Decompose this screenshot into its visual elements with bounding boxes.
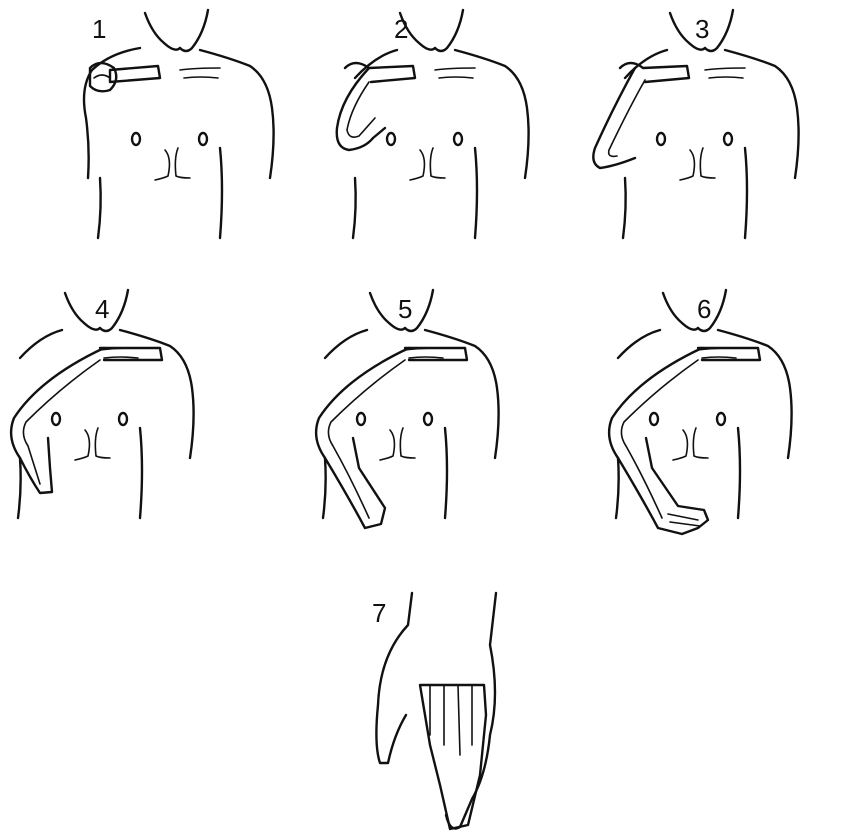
sternum-right bbox=[700, 148, 715, 178]
left-side-line bbox=[353, 178, 356, 238]
right-side-line bbox=[220, 148, 222, 238]
right-clavicle-line bbox=[180, 68, 220, 70]
left-nipple bbox=[387, 133, 395, 145]
left-side-line bbox=[623, 178, 626, 238]
sternum-left bbox=[673, 430, 687, 460]
right-clavicle-line-2 bbox=[184, 77, 218, 78]
right-nipple bbox=[717, 413, 725, 425]
right-nipple bbox=[454, 133, 462, 145]
sternum-right bbox=[430, 148, 445, 178]
left-shoulder-top bbox=[20, 330, 62, 358]
sternum-left bbox=[380, 430, 394, 460]
right-clavicle-line bbox=[435, 68, 475, 70]
neck-right-line bbox=[180, 10, 208, 51]
left-side-line bbox=[616, 458, 619, 518]
left-shoulder-top bbox=[325, 330, 367, 358]
panel-label-6: 6 bbox=[697, 296, 711, 322]
left-nipple bbox=[357, 413, 365, 425]
finger-bones bbox=[668, 514, 700, 526]
right-shoulder-line bbox=[718, 330, 792, 458]
left-shoulder-top bbox=[618, 330, 660, 358]
panel-6 bbox=[609, 290, 792, 534]
right-side-line bbox=[445, 428, 447, 518]
right-clavicle-line bbox=[705, 68, 745, 70]
right-shoulder-line bbox=[200, 50, 274, 178]
humeral-head bbox=[94, 75, 110, 78]
right-shoulder-line bbox=[725, 50, 799, 178]
neck-left-line bbox=[663, 293, 698, 330]
sternum-right bbox=[175, 148, 190, 178]
right-clavicle-line-2 bbox=[104, 357, 138, 358]
right-shoulder-line bbox=[425, 330, 499, 458]
sternum-right bbox=[400, 428, 415, 458]
panel-7 bbox=[376, 593, 496, 829]
sternum-left bbox=[410, 150, 424, 180]
left-nipple bbox=[650, 413, 658, 425]
panel-label-7: 7 bbox=[372, 600, 386, 626]
arm-bone bbox=[609, 80, 645, 156]
metacarpal-bones bbox=[430, 685, 472, 755]
right-side-line bbox=[745, 148, 747, 238]
forearm-bandage-outer bbox=[593, 68, 635, 168]
right-nipple bbox=[724, 133, 732, 145]
right-nipple bbox=[199, 133, 207, 145]
sternum-left bbox=[75, 430, 89, 460]
sternum-right bbox=[95, 428, 110, 458]
right-side-line bbox=[475, 148, 477, 238]
left-nipple bbox=[657, 133, 665, 145]
panel-1 bbox=[84, 10, 274, 238]
panel-3 bbox=[593, 10, 798, 238]
panel-label-5: 5 bbox=[398, 296, 412, 322]
right-clavicle-line-2 bbox=[439, 77, 473, 78]
panel-label-4: 4 bbox=[95, 296, 109, 322]
right-shoulder-line bbox=[455, 50, 529, 178]
right-clavicle-line-2 bbox=[409, 357, 443, 358]
sternum-left bbox=[680, 150, 694, 180]
right-shoulder-line bbox=[120, 330, 194, 458]
panel-2 bbox=[337, 10, 529, 238]
right-nipple bbox=[424, 413, 432, 425]
panel-4 bbox=[11, 290, 194, 518]
left-nipple bbox=[52, 413, 60, 425]
right-side-line bbox=[738, 428, 740, 518]
clavicle-bone bbox=[345, 63, 415, 82]
right-nipple bbox=[119, 413, 127, 425]
panel-5 bbox=[316, 290, 499, 528]
hand-right-outline bbox=[446, 593, 496, 829]
panel-label-2: 2 bbox=[394, 16, 408, 42]
arm-bandage-outer bbox=[11, 348, 104, 493]
arm-bone-outline bbox=[23, 360, 100, 484]
right-clavicle-line-2 bbox=[709, 77, 743, 78]
right-clavicle-line-2 bbox=[702, 357, 736, 358]
panel-label-1: 1 bbox=[92, 16, 106, 42]
left-side-line bbox=[18, 458, 21, 518]
sternum-left bbox=[155, 150, 169, 180]
left-side-line bbox=[98, 178, 101, 238]
left-side-line bbox=[323, 458, 326, 518]
left-nipple bbox=[132, 133, 140, 145]
neck-left-line bbox=[145, 13, 180, 50]
clavicle-bone bbox=[110, 66, 160, 82]
sternum-right bbox=[693, 428, 708, 458]
right-side-line bbox=[140, 428, 142, 518]
panel-label-3: 3 bbox=[695, 16, 709, 42]
neck-right-line bbox=[435, 10, 463, 51]
